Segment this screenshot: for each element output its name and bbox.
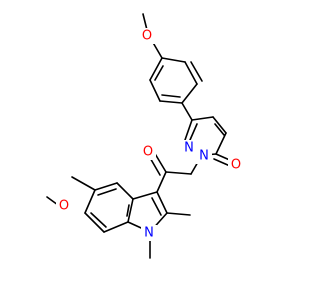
structure-drawing: O N N O O O N: [46, 13, 244, 259]
bond: [156, 191, 168, 214]
bond: [213, 158, 231, 167]
bond: [94, 182, 118, 191]
bond: [214, 123, 225, 136]
bond: [90, 212, 107, 228]
methoxy-oxygen-label: O: [142, 29, 152, 44]
atom-labels: O N N O O O N: [56, 28, 244, 241]
bond: [156, 171, 167, 193]
bond: [126, 204, 130, 217]
ketone-oxygen-label: O: [143, 145, 153, 160]
bond: [181, 83, 198, 104]
bonds: [46, 13, 233, 259]
bond: [191, 116, 214, 121]
pyridazinone-n2-label: N: [184, 141, 194, 156]
bond: [189, 123, 198, 141]
bond: [127, 198, 134, 223]
bond: [151, 197, 162, 216]
indole-methoxy-oxygen-label: O: [59, 199, 69, 214]
bond: [161, 94, 181, 98]
bond: [103, 221, 129, 233]
indole-nitrogen-label: N: [144, 226, 154, 241]
bond: [97, 188, 117, 196]
bond: [71, 176, 96, 191]
bond: [166, 212, 191, 216]
bond: [190, 61, 203, 82]
bond: [165, 171, 192, 175]
bond: [84, 212, 105, 233]
bond: [149, 79, 161, 102]
bond: [215, 132, 227, 155]
bond: [154, 65, 164, 81]
bond: [181, 102, 193, 121]
pyridazinone-n1-label: N: [199, 149, 209, 164]
bond: [84, 189, 96, 214]
bond: [116, 182, 134, 200]
molecule-diagram: O N N O O O N: [46, 13, 244, 259]
bond: [161, 57, 186, 63]
bond: [132, 191, 158, 200]
bond: [212, 116, 227, 134]
pyridazinone-carbonyl-oxygen-label: O: [231, 158, 241, 173]
bond: [184, 61, 198, 85]
bond: [159, 100, 183, 104]
bond: [149, 57, 163, 81]
bond: [184, 119, 193, 141]
